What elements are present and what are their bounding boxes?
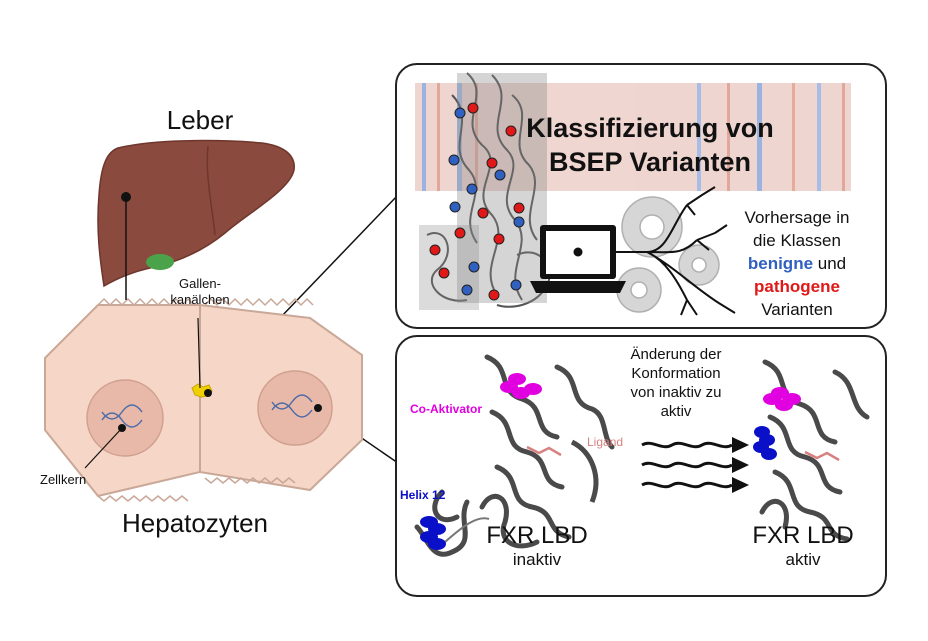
prediction-line3: benigne und: [722, 252, 872, 275]
dna-icon-left: [101, 404, 143, 428]
bsep-title: Klassifizierung von BSEP Varianten: [500, 111, 800, 179]
fxr-structure-active: [759, 359, 870, 542]
fxr-active-caption: FXR LBD aktiv: [728, 522, 878, 570]
and-word: und: [813, 254, 847, 273]
transition-arrows: [641, 441, 733, 489]
prediction-line1: Vorhersage in: [744, 208, 850, 227]
nucleus-right: [257, 370, 333, 446]
variant-dots: [429, 102, 525, 301]
prediction-text: Vorhersage in die Klassen benigne und pa…: [722, 206, 872, 321]
ligand-label: Ligand: [587, 435, 624, 449]
nucleus-left: [86, 379, 164, 457]
hepatocyte-right: [199, 297, 363, 492]
nucleus-label: Zellkern: [40, 472, 87, 487]
change-line1: Änderung der: [630, 346, 722, 363]
canal-label-line2: kanälchen: [170, 292, 230, 307]
conformation-change-text: Änderung der Konformation von inaktiv zu…: [606, 345, 746, 421]
bsep-title-line2: BSEP Varianten: [548, 147, 752, 177]
canal-label-line1: Gallen-: [179, 276, 221, 291]
ligand-right: [804, 450, 840, 462]
gear-icons: [616, 196, 720, 313]
liver-label: Leber: [166, 105, 234, 135]
ligand-left: [526, 445, 562, 457]
prediction-line4: Varianten: [761, 300, 833, 319]
fxr-panel: [395, 335, 887, 597]
fxr-graphics: [414, 354, 870, 557]
helix12-inactive: [420, 516, 446, 550]
pathogenic-word: pathogene: [754, 277, 840, 296]
liver-icon: [97, 139, 295, 288]
fxr-active-title: FXR LBD: [752, 522, 854, 549]
bsep-title-line1: Klassifizierung von: [526, 113, 774, 143]
helix12-active: [753, 426, 777, 460]
benign-word: benigne: [747, 254, 814, 273]
coactivator-helix-left: [500, 373, 542, 399]
helix12-label: Helix 12: [400, 488, 446, 502]
prediction-line2: die Klassen: [753, 231, 841, 250]
fxr-inactive-state: inaktiv: [512, 550, 562, 569]
hepatocytes-label: Hepatozyten: [122, 508, 268, 538]
change-line2: Konformation: [631, 365, 721, 382]
fxr-inactive-caption: FXR LBD inaktiv: [462, 522, 612, 570]
change-line3: von inaktiv zu: [630, 384, 722, 401]
canal-label: Gallen- kanälchen: [160, 276, 240, 308]
fxr-inactive-title: FXR LBD: [486, 522, 588, 549]
fxr-active-state: aktiv: [785, 550, 821, 569]
change-line4: aktiv: [660, 403, 692, 420]
coactivator-helix-right: [763, 387, 801, 411]
hepatocyte-left: [44, 297, 201, 502]
coactivator-label: Co-Aktivator: [410, 402, 483, 416]
bsep-graphics: [415, 72, 851, 316]
dna-icon-right: [271, 394, 313, 418]
gallbladder-icon: [146, 254, 174, 270]
decision-tree-icon: [612, 186, 736, 316]
laptop-icon: [530, 225, 626, 293]
